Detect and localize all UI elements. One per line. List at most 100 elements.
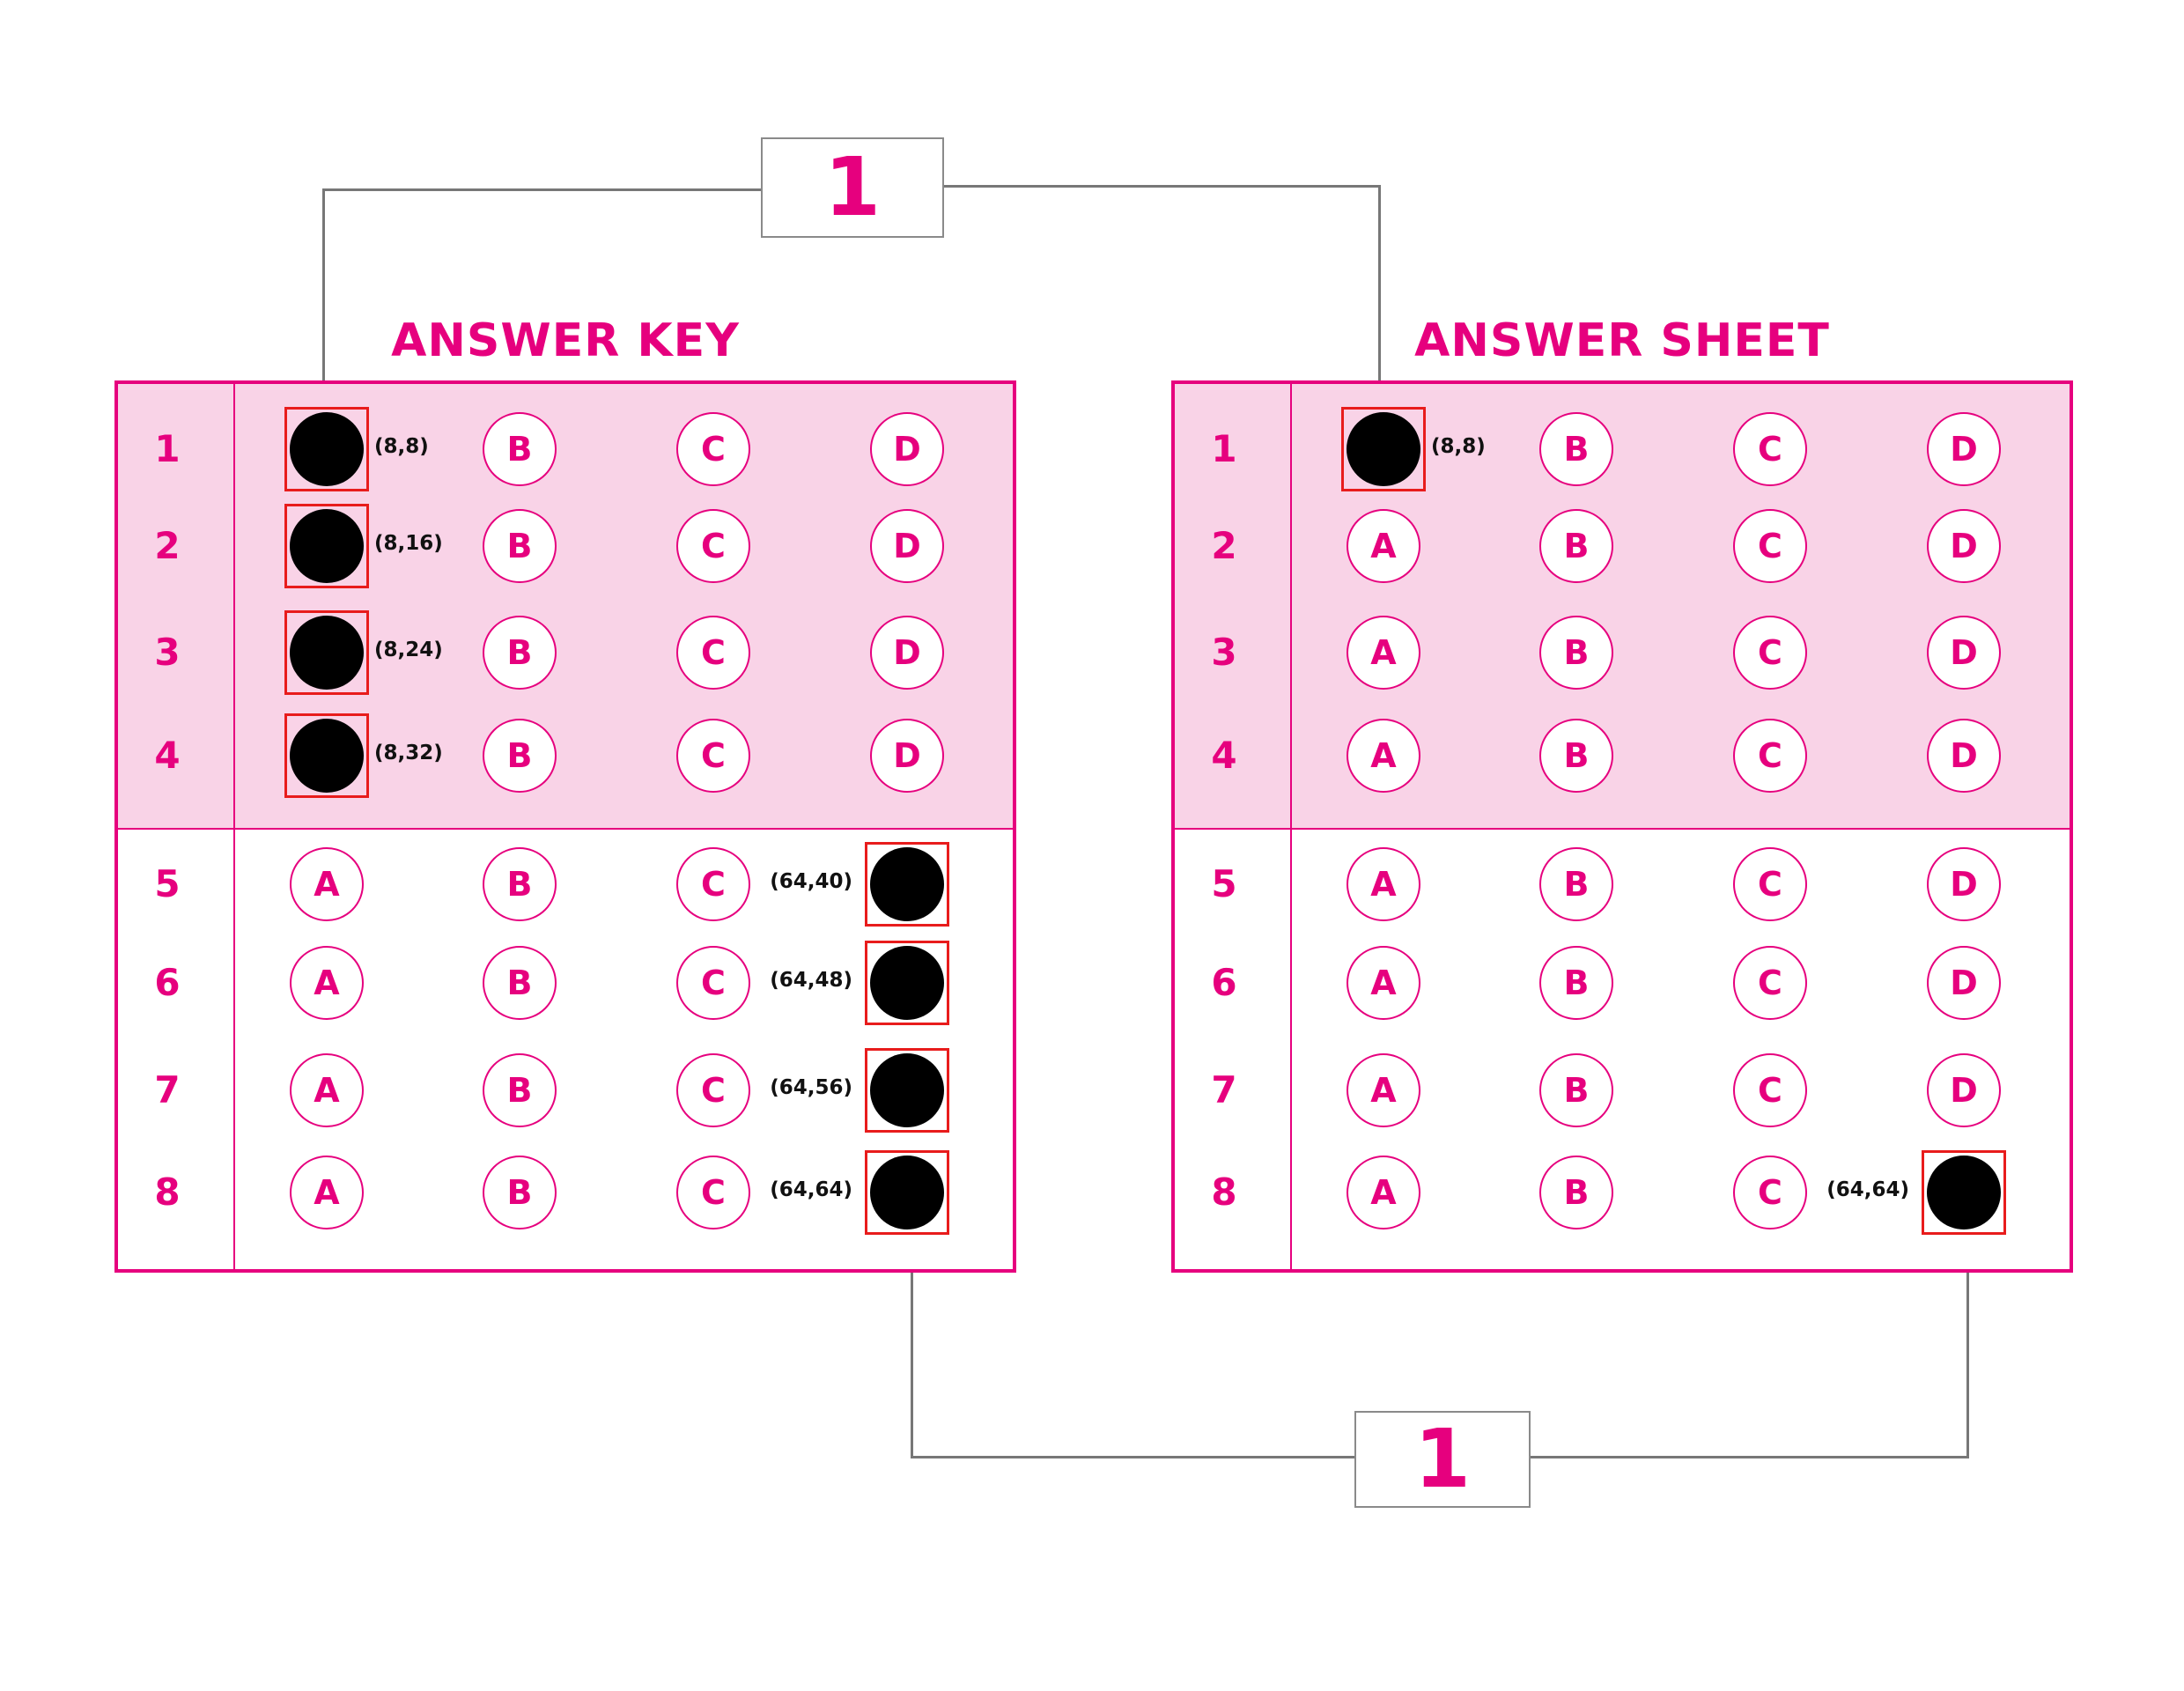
bottom-score-box: 1 xyxy=(1354,1411,1531,1508)
bubble-q7-b[interactable]: B xyxy=(483,1053,557,1127)
bubble-q7-d[interactable]: D xyxy=(1927,1053,2001,1127)
detection-box-q4 xyxy=(284,713,369,798)
answer-sheet-title: ANSWER SHEET xyxy=(1414,314,1830,367)
bubble-q8-b[interactable]: B xyxy=(1539,1156,1613,1229)
bubble-q8-c[interactable]: C xyxy=(1733,1156,1807,1229)
bubble-q5-b[interactable]: B xyxy=(483,847,557,921)
question-number: 1 xyxy=(154,427,181,470)
question-number: 5 xyxy=(1211,862,1237,905)
bubble-q8-c[interactable]: C xyxy=(676,1156,750,1229)
bubble-q1-d[interactable]: D xyxy=(1927,412,2001,486)
coord-label-q8: (64,64) xyxy=(770,1178,852,1201)
bubble-q5-b[interactable]: B xyxy=(1539,847,1613,921)
filled-bubble-q5[interactable] xyxy=(870,847,944,921)
bubble-q1-d[interactable]: D xyxy=(870,412,944,486)
filled-bubble-q8[interactable] xyxy=(1927,1156,2001,1229)
coord-label-q8: (64,64) xyxy=(1826,1178,1909,1201)
bubble-q2-d[interactable]: D xyxy=(1927,509,2001,583)
filled-bubble-q7[interactable] xyxy=(870,1053,944,1127)
bubble-q6-d[interactable]: D xyxy=(1927,946,2001,1020)
bubble-q3-a[interactable]: A xyxy=(1347,616,1420,690)
bubble-q6-b[interactable]: B xyxy=(1539,946,1613,1020)
bubble-q8-a[interactable]: A xyxy=(1347,1156,1420,1229)
filled-bubble-q1[interactable] xyxy=(290,412,364,486)
bubble-q4-b[interactable]: B xyxy=(1539,719,1613,793)
detection-box-q1 xyxy=(284,407,369,491)
filled-bubble-q2[interactable] xyxy=(290,509,364,583)
detection-box-q3 xyxy=(284,610,369,695)
question-number: 4 xyxy=(1211,734,1237,777)
coord-label-q2: (8,16) xyxy=(374,532,443,555)
question-number: 8 xyxy=(154,1170,181,1214)
bubble-q8-a[interactable]: A xyxy=(290,1156,364,1229)
coord-label-q6: (64,48) xyxy=(770,969,852,992)
coord-label-q1: (8,8) xyxy=(374,435,429,458)
bubble-q2-b[interactable]: B xyxy=(1539,509,1613,583)
question-number: 8 xyxy=(1211,1170,1237,1214)
bubble-q7-a[interactable]: A xyxy=(1347,1053,1420,1127)
number-column-divider xyxy=(1290,384,1292,1269)
bubble-q6-b[interactable]: B xyxy=(483,946,557,1020)
bubble-q2-b[interactable]: B xyxy=(483,509,557,583)
bubble-q1-c[interactable]: C xyxy=(1733,412,1807,486)
filled-bubble-q4[interactable] xyxy=(290,719,364,793)
question-number: 4 xyxy=(154,734,181,777)
top-connector-right-vertical xyxy=(1378,185,1381,410)
bubble-q3-b[interactable]: B xyxy=(483,616,557,690)
bubble-q3-d[interactable]: D xyxy=(1927,616,2001,690)
number-column-divider xyxy=(233,384,235,1269)
bubble-q8-b[interactable]: B xyxy=(483,1156,557,1229)
bubble-q2-a[interactable]: A xyxy=(1347,509,1420,583)
question-number: 1 xyxy=(1211,427,1237,470)
detection-box-q2 xyxy=(284,504,369,588)
question-number: 2 xyxy=(154,524,181,567)
filled-bubble-q8[interactable] xyxy=(870,1156,944,1229)
bubble-q5-a[interactable]: A xyxy=(1347,847,1420,921)
bubble-q3-b[interactable]: B xyxy=(1539,616,1613,690)
row-group-divider xyxy=(118,828,1013,830)
bubble-q4-b[interactable]: B xyxy=(483,719,557,793)
bubble-q7-c[interactable]: C xyxy=(1733,1053,1807,1127)
bubble-q7-b[interactable]: B xyxy=(1539,1053,1613,1127)
bubble-q2-c[interactable]: C xyxy=(676,509,750,583)
bubble-q2-c[interactable]: C xyxy=(1733,509,1807,583)
bubble-q3-c[interactable]: C xyxy=(1733,616,1807,690)
bubble-q4-d[interactable]: D xyxy=(870,719,944,793)
bubble-q2-d[interactable]: D xyxy=(870,509,944,583)
bubble-q4-c[interactable]: C xyxy=(1733,719,1807,793)
bubble-q3-d[interactable]: D xyxy=(870,616,944,690)
bubble-q7-a[interactable]: A xyxy=(290,1053,364,1127)
bubble-q7-c[interactable]: C xyxy=(676,1053,750,1127)
bottom-connector-left-horizontal xyxy=(911,1456,1356,1458)
bubble-q1-b[interactable]: B xyxy=(483,412,557,486)
bubble-q3-c[interactable]: C xyxy=(676,616,750,690)
bubble-q4-c[interactable]: C xyxy=(676,719,750,793)
bubble-q1-b[interactable]: B xyxy=(1539,412,1613,486)
bubble-q1-c[interactable]: C xyxy=(676,412,750,486)
question-number: 5 xyxy=(154,862,181,905)
top-connector-left-horizontal xyxy=(322,188,763,191)
filled-bubble-q3[interactable] xyxy=(290,616,364,690)
detection-box-q8 xyxy=(865,1150,949,1235)
bubble-q5-c[interactable]: C xyxy=(676,847,750,921)
bubble-q6-a[interactable]: A xyxy=(1347,946,1420,1020)
bottom-connector-left-vertical xyxy=(911,1229,913,1458)
coord-label-q1: (8,8) xyxy=(1431,435,1486,458)
filled-bubble-q6[interactable] xyxy=(870,946,944,1020)
bubble-q5-c[interactable]: C xyxy=(1733,847,1807,921)
bubble-q6-a[interactable]: A xyxy=(290,946,364,1020)
bubble-q5-a[interactable]: A xyxy=(290,847,364,921)
bubble-q6-c[interactable]: C xyxy=(676,946,750,1020)
detection-box-q6 xyxy=(865,941,949,1025)
detection-box-q1 xyxy=(1341,407,1426,491)
bubble-q6-c[interactable]: C xyxy=(1733,946,1807,1020)
question-number: 7 xyxy=(154,1068,181,1111)
bubble-q4-d[interactable]: D xyxy=(1927,719,2001,793)
upper-band xyxy=(1175,384,2070,828)
bubble-q4-a[interactable]: A xyxy=(1347,719,1420,793)
detection-box-q5 xyxy=(865,842,949,927)
filled-bubble-q1[interactable] xyxy=(1347,412,1420,486)
bubble-q5-d[interactable]: D xyxy=(1927,847,2001,921)
bottom-score-value: 1 xyxy=(1413,1412,1471,1506)
